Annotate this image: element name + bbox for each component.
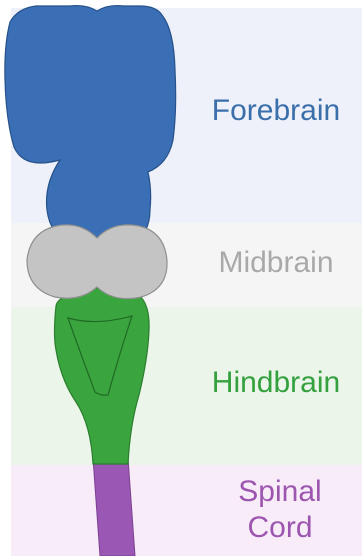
spinal-cord-label-line1: Spinal [216,474,344,510]
hindbrain-shape [55,288,150,464]
spinal-cord-label-line2: Cord [216,510,344,546]
spinal-cord-shape [93,458,135,556]
spinal-cord-label: Spinal Cord [216,474,344,546]
forebrain-label: Forebrain [200,94,352,128]
forebrain-shape [5,6,176,245]
midbrain-label: Midbrain [200,246,352,280]
hindbrain-label: Hindbrain [196,366,356,400]
